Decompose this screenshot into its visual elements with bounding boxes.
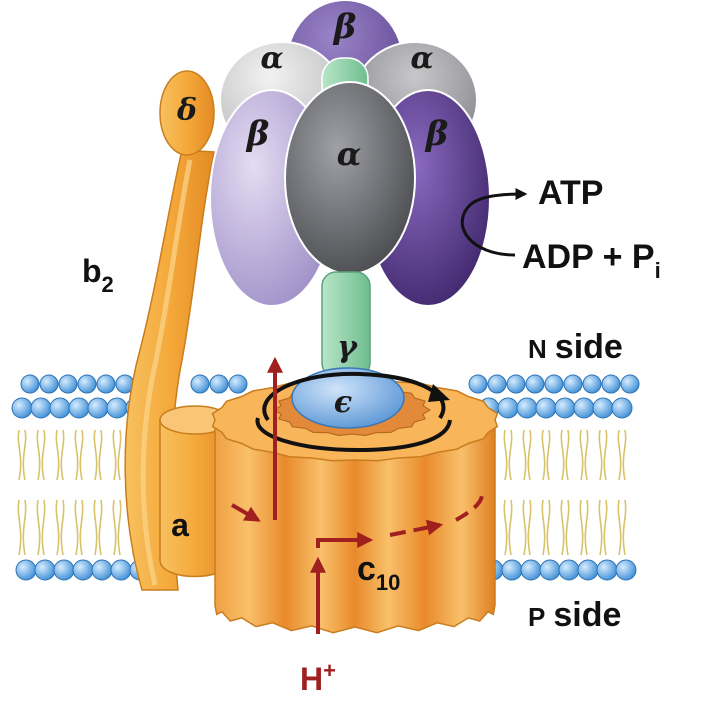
lipid-head xyxy=(516,397,538,419)
lipid-head xyxy=(53,559,75,581)
lipid-head xyxy=(209,374,229,394)
label-adp-pi: ADP + Pi xyxy=(522,238,661,283)
label-alpha-back-left: α xyxy=(260,41,283,76)
lipid-head xyxy=(501,559,523,581)
atp-synthesis-arrow xyxy=(460,188,528,257)
label-beta-top: β xyxy=(332,7,357,47)
lipid-head xyxy=(49,397,71,419)
rotation-arrow xyxy=(255,371,452,453)
proton-path xyxy=(231,356,484,634)
lipid-head xyxy=(520,559,542,581)
label-b2: b2 xyxy=(82,253,114,297)
lipid-head xyxy=(554,397,576,419)
lipid-head xyxy=(72,559,94,581)
lipid-head xyxy=(615,559,637,581)
lipid-head xyxy=(34,559,56,581)
label-beta-left: β xyxy=(245,114,270,154)
label-epsilon: ϵ xyxy=(334,385,352,420)
label-atp: ATP xyxy=(538,174,603,212)
lipid-head xyxy=(15,559,37,581)
lipid-head xyxy=(106,397,128,419)
lipid-head xyxy=(487,374,507,394)
lipid-head xyxy=(544,374,564,394)
lipid-head xyxy=(58,374,78,394)
label-alpha-back-right: α xyxy=(410,41,433,76)
lipid-head xyxy=(87,397,109,419)
label-proton: H+ xyxy=(300,658,336,697)
lipid-head xyxy=(190,374,210,394)
lipid-head xyxy=(558,559,580,581)
lipid-head xyxy=(620,374,640,394)
f1-head xyxy=(209,0,491,307)
lipid-head xyxy=(11,397,33,419)
lipid-head xyxy=(77,374,97,394)
lipid-head xyxy=(20,374,40,394)
lipid-head xyxy=(573,397,595,419)
lipid-head xyxy=(68,397,90,419)
label-gamma: γ xyxy=(337,330,358,365)
alpha-subunit-front xyxy=(284,81,416,275)
label-beta-right: β xyxy=(424,114,449,154)
lipid-head xyxy=(468,374,488,394)
label-a-subunit: a xyxy=(171,507,189,543)
lipid-head xyxy=(563,374,583,394)
lipid-head xyxy=(525,374,545,394)
label-alpha-front: α xyxy=(337,135,362,173)
lipid-head xyxy=(539,559,561,581)
lipid-head xyxy=(228,374,248,394)
lipid-head xyxy=(601,374,621,394)
lipid-head xyxy=(535,397,557,419)
lipid-head xyxy=(611,397,633,419)
lipid-head xyxy=(596,559,618,581)
lipid-head xyxy=(30,397,52,419)
lipid-head xyxy=(110,559,132,581)
delta-subunit xyxy=(159,70,215,156)
lipid-head xyxy=(497,397,519,419)
lipid-head xyxy=(506,374,526,394)
lipid-head xyxy=(577,559,599,581)
epsilon-subunit xyxy=(291,367,405,429)
label-c10: c10 xyxy=(357,550,400,595)
lipid-head xyxy=(592,397,614,419)
lipid-head xyxy=(96,374,116,394)
lipid-head xyxy=(582,374,602,394)
label-delta: δ xyxy=(176,93,197,128)
lipid-head xyxy=(91,559,113,581)
lipid-head xyxy=(39,374,59,394)
